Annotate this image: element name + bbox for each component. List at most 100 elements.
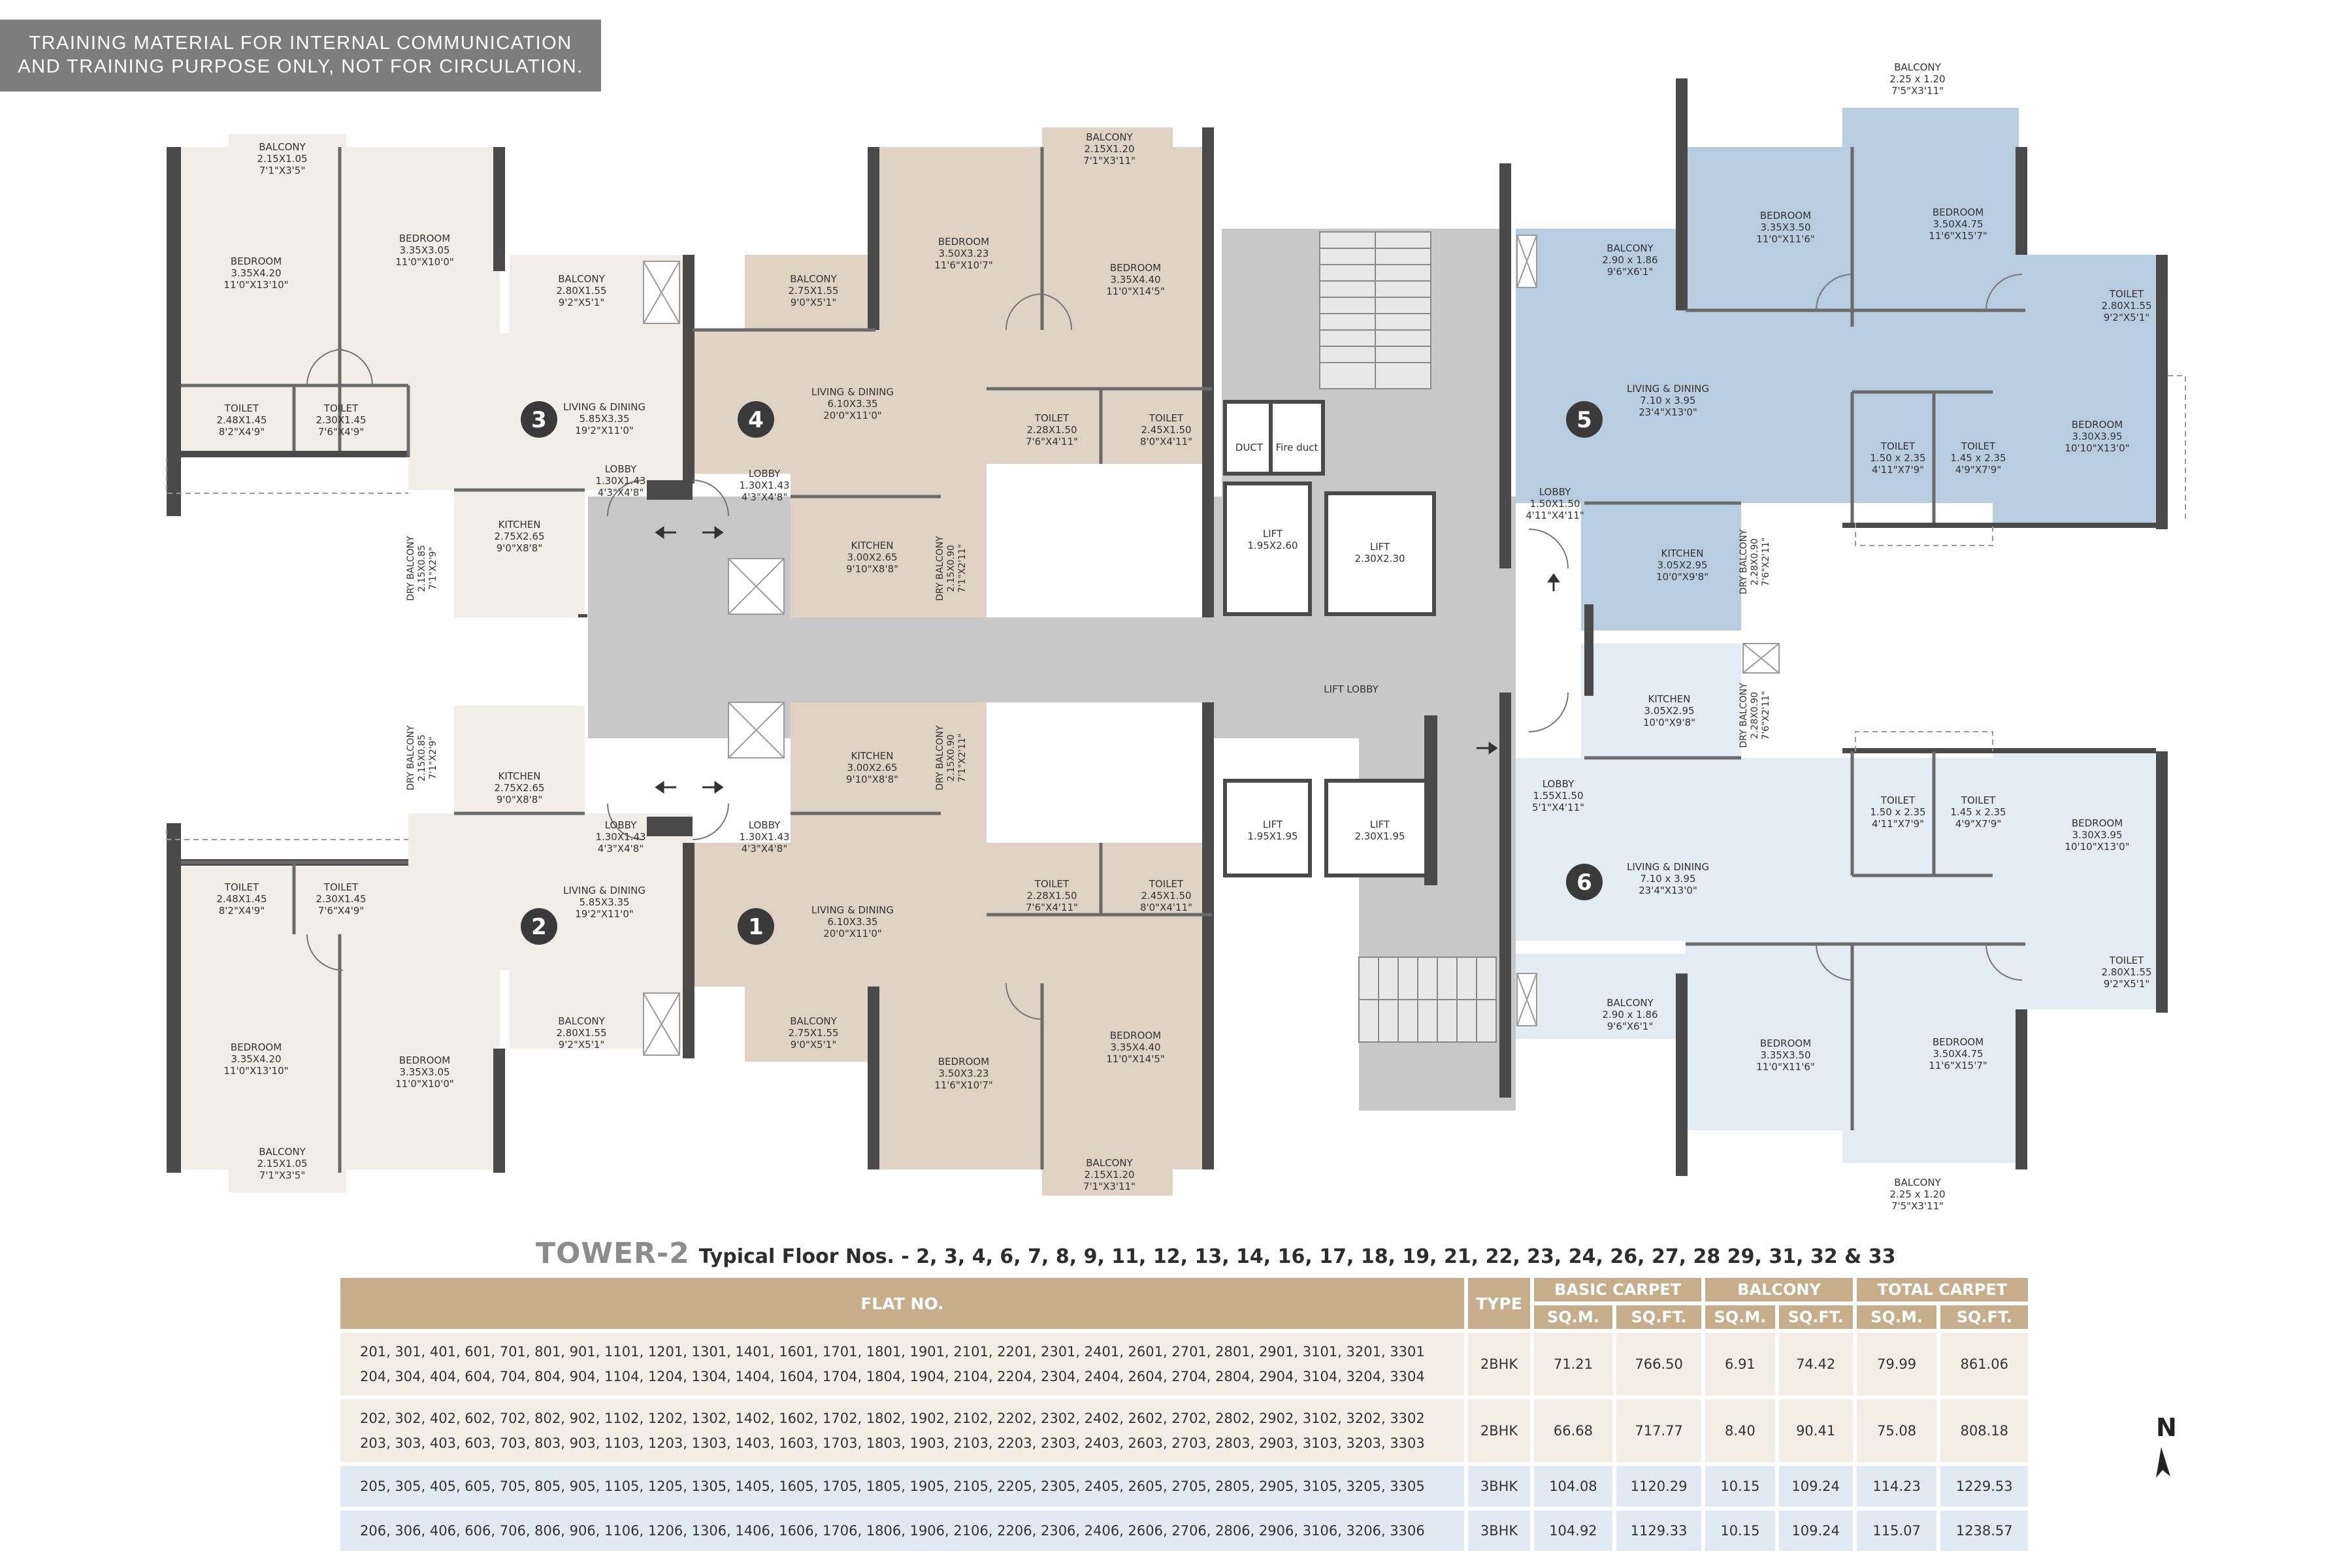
room-name: BALCONY xyxy=(790,273,837,285)
room-name: LIVING & DINING xyxy=(811,386,894,398)
total-sqm-cell: 79.99 xyxy=(1856,1333,1937,1396)
disclaimer-line-1: TRAINING MATERIAL FOR INTERNAL COMMUNICA… xyxy=(29,33,572,54)
room-dim2: 4'3"X4'8" xyxy=(742,491,788,503)
room-name: TOILET xyxy=(1034,412,1070,424)
balcony-sqft-cell: 109.24 xyxy=(1778,1511,1853,1551)
table-row: 201, 301, 401, 601, 701, 801, 901, 1101,… xyxy=(340,1333,2028,1396)
room-dim2: 9'0"X5'1" xyxy=(791,1039,837,1051)
dry-balcony-line3: 7'1"X2'9" xyxy=(428,736,438,779)
room-name: LOBBY xyxy=(1543,778,1575,790)
total-sqft-cell: 1229.53 xyxy=(1940,1466,2028,1507)
north-arrow-icon xyxy=(2156,1447,2170,1478)
basic-sqm-cell: 104.92 xyxy=(1534,1511,1612,1551)
room-dim1: 3.00X2.65 xyxy=(847,551,897,563)
type-cell: 2BHK xyxy=(1468,1399,1530,1462)
room-dim2: 7'1"X3'5" xyxy=(259,1169,306,1181)
room-dim1: 2.15X1.05 xyxy=(257,153,307,165)
room-name: LOBBY xyxy=(1539,486,1571,498)
room-dim2: 9'0"X8'8" xyxy=(497,794,543,806)
balcony-sqft-cell: 90.41 xyxy=(1778,1399,1853,1462)
unit-number: 1 xyxy=(748,914,764,940)
room-dim2: 11'0"X14'5" xyxy=(1106,286,1165,297)
room-dim2: 4'11"X7'9" xyxy=(1872,464,1924,476)
room-name: BALCONY xyxy=(558,1015,605,1027)
room-dim1: 1.30X1.43 xyxy=(739,480,789,491)
room-dim1: 2.28X1.50 xyxy=(1026,424,1077,436)
area-statement-table: FLAT NO. TYPE BASIC CARPET BALCONY TOTAL… xyxy=(336,1274,2032,1555)
room-name: BALCONY xyxy=(1607,997,1654,1009)
type-cell: 2BHK xyxy=(1468,1333,1530,1396)
dry-balcony-line1: DRY BALCONY xyxy=(1739,683,1749,748)
flat-numbers-cell: 206, 306, 406, 606, 706, 806, 906, 1106,… xyxy=(340,1511,1464,1551)
room-name: KITCHEN xyxy=(851,750,894,762)
room-name: LOBBY xyxy=(749,468,781,480)
room-name: BEDROOM xyxy=(231,1041,282,1053)
room-dim2: 7'5"X3'11" xyxy=(1891,85,1944,97)
room-name: LIVING & DINING xyxy=(1627,861,1709,873)
room-dim1: 2.45X1.50 xyxy=(1141,890,1191,902)
room-dim2: 4'3"X4'8" xyxy=(598,487,644,498)
header-flat-no: FLAT NO. xyxy=(340,1278,1464,1329)
unit-marker-circle xyxy=(521,401,557,438)
dry-balcony-line2: 2.15X0.85 xyxy=(417,545,427,592)
header-total-carpet: TOTAL CARPET xyxy=(1856,1278,2028,1301)
room-dim1: 3.30X3.95 xyxy=(2072,829,2122,841)
basic-sqft-cell: 766.50 xyxy=(1616,1333,1702,1396)
room-dim2: 11'0"X11'6" xyxy=(1756,233,1815,245)
header-balcony-sqm: SQ.M. xyxy=(1705,1305,1775,1329)
room-name: KITCHEN xyxy=(851,540,894,551)
room-dim2: 11'6"X10'7" xyxy=(934,1079,993,1091)
room-name: BEDROOM xyxy=(2072,817,2123,829)
header-type: TYPE xyxy=(1468,1278,1530,1329)
room-dim1: 2.30X1.95 xyxy=(1354,830,1405,842)
room-dim2: 11'0"X13'10" xyxy=(223,1065,288,1077)
unit-marker: 6 xyxy=(1566,864,1603,900)
room-name: TOILET xyxy=(224,881,259,893)
type-cell: 3BHK xyxy=(1468,1466,1530,1507)
room-name: TOILET xyxy=(1880,794,1916,806)
room-dim2: 11'0"X14'5" xyxy=(1106,1053,1165,1065)
room-name: LIFT xyxy=(1370,541,1390,553)
room-name: BEDROOM xyxy=(938,236,989,248)
room-dim2: 9'2"X5'1" xyxy=(2104,978,2150,990)
room-dim2: 23'4"X13'0" xyxy=(1639,885,1697,896)
room-dim1: 6.10X3.35 xyxy=(827,916,877,928)
dry-balcony-line2: 2.15X0.90 xyxy=(946,734,956,781)
room-dim2: 10'0"X9'8" xyxy=(1643,717,1695,728)
room-name: BALCONY xyxy=(790,1015,837,1027)
header-basic-sqft: SQ.FT. xyxy=(1616,1305,1702,1329)
room-dim1: 3.35X3.05 xyxy=(399,244,449,256)
room-dim2: 9'0"X8'8" xyxy=(497,542,543,554)
room-dim2: 11'6"X10'7" xyxy=(934,259,993,271)
room-name: KITCHEN xyxy=(1661,547,1704,559)
room-dim2: 11'6"X15'7" xyxy=(1929,230,1987,242)
flat-numbers-line: 204, 304, 404, 604, 704, 804, 904, 1104,… xyxy=(360,1369,1425,1384)
room-dim1: 3.50X4.75 xyxy=(1933,218,1983,230)
room-name: LIVING & DINING xyxy=(1627,383,1709,395)
room-dim1: 3.30X3.95 xyxy=(2072,431,2122,442)
unit-number: 2 xyxy=(531,914,547,940)
dry-balcony-line2: 2.15X0.90 xyxy=(946,545,956,592)
dry-balcony-line1: DRY BALCONY xyxy=(406,536,416,601)
room-dim2: 10'10"X13'0" xyxy=(2065,841,2129,853)
flat-numbers-cell: 202, 302, 402, 602, 702, 802, 902, 1102,… xyxy=(340,1399,1464,1462)
room-dim1: 1.50 x 2.35 xyxy=(1870,806,1925,818)
